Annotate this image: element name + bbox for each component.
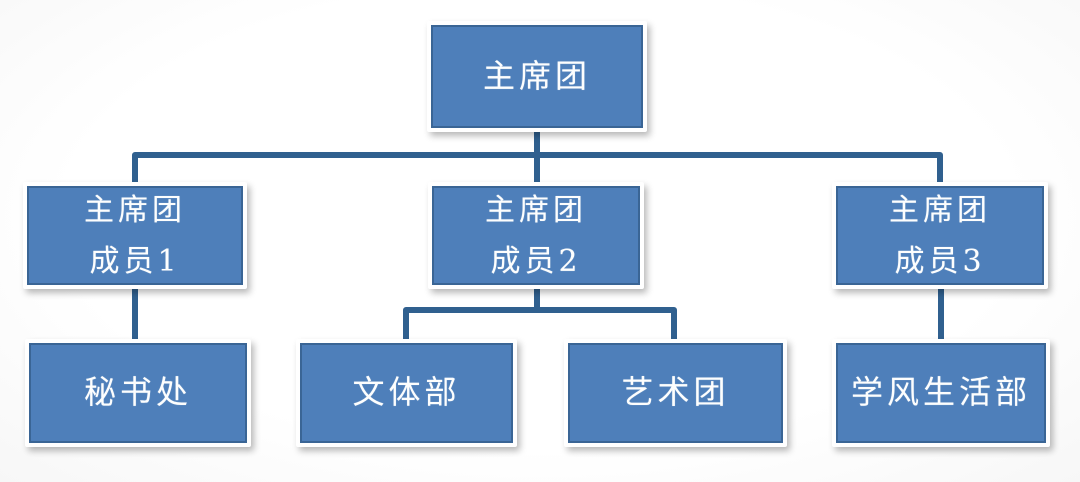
org-node-member2: 主席团 成员2	[428, 182, 644, 289]
org-node-presidium: 主席团	[427, 21, 647, 132]
node-label: 成员2	[490, 243, 582, 279]
org-node-member3: 主席团 成员3	[832, 182, 1048, 289]
node-label: 主席团	[482, 56, 591, 95]
connector-member2-bus	[403, 307, 677, 342]
node-label: 秘书处	[83, 373, 192, 412]
org-node-secretariat: 秘书处	[25, 339, 251, 447]
node-label: 成员1	[89, 243, 181, 279]
node-label: 主席团	[485, 192, 587, 228]
org-node-art-troupe: 艺术团	[564, 339, 787, 447]
node-label: 成员3	[894, 243, 986, 279]
node-label: 主席团	[889, 192, 991, 228]
org-node-culture-sports-dept: 文体部	[296, 339, 517, 447]
node-label: 文体部	[352, 373, 461, 412]
node-label: 学风生活部	[850, 373, 1031, 412]
org-node-member1: 主席团 成员1	[23, 182, 247, 289]
node-label: 主席团	[84, 192, 186, 228]
org-node-study-life-dept: 学风生活部	[832, 339, 1050, 447]
node-label: 艺术团	[621, 373, 730, 412]
